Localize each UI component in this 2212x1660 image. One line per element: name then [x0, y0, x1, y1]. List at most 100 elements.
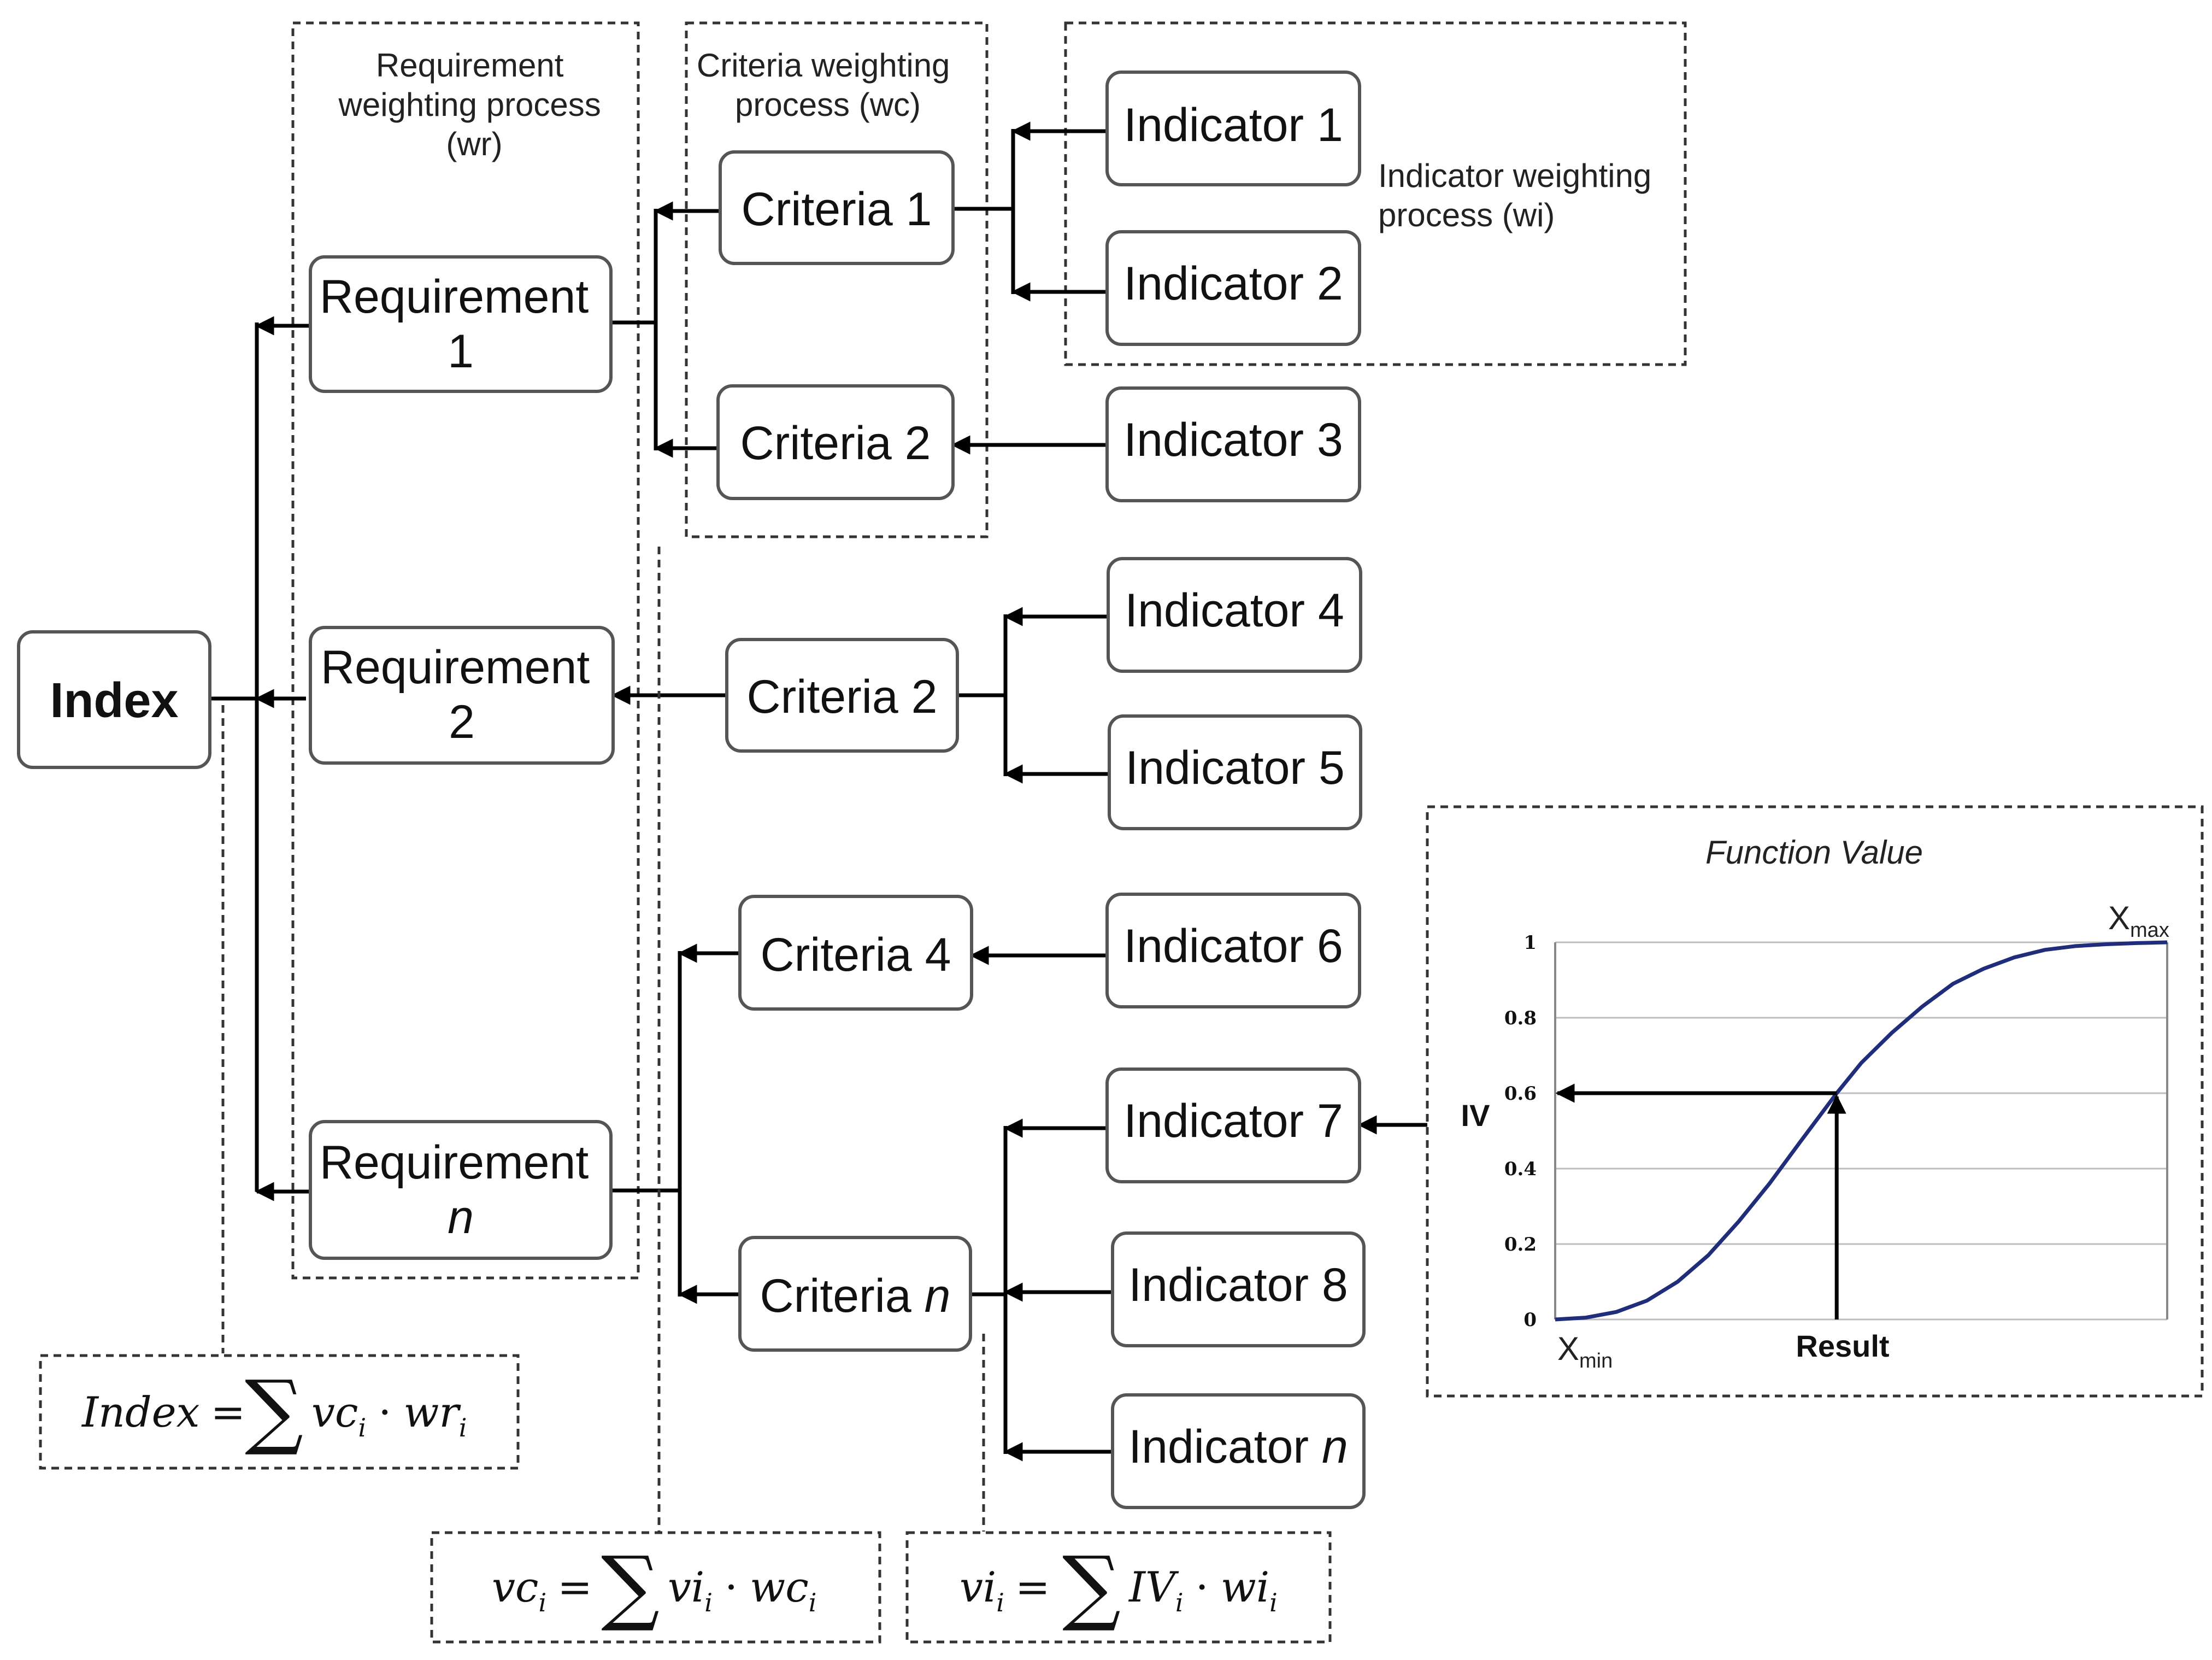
indicator-group-label: Indicator weighting process (wi)	[1378, 157, 1661, 233]
criteria-2-second-number: 2	[911, 671, 938, 723]
svg-text:Indicator 6: Indicator 6	[1123, 920, 1343, 972]
y-tick-label: 1	[1523, 932, 1537, 954]
criteria-1-node: Criteria 1	[719, 150, 955, 265]
svg-text:Indicator 7: Indicator 7	[1123, 1095, 1343, 1147]
index-formula-sigma: ∑	[245, 1363, 303, 1458]
requirement-n-node: Requirement n	[309, 1120, 613, 1260]
criteria-4-number: 4	[925, 929, 951, 981]
index-label: Index	[50, 673, 178, 728]
indicator-n-node: Indicator n	[1111, 1393, 1366, 1509]
svg-text:IVi·wii: IVi·wii	[1128, 1563, 1278, 1617]
vi-formula: vii=	[960, 1563, 1050, 1617]
indicator-1-number: 1	[1317, 99, 1343, 151]
indicator-4-label: Indicator	[1125, 584, 1318, 637]
svg-text:Indicator 8: Indicator 8	[1128, 1259, 1348, 1311]
index-formula: Index=	[81, 1388, 245, 1436]
function-chart-y-ticks: 0 0.2 0.4 0.6 0.8 1	[1504, 932, 1537, 1331]
requirement-group-label: Requirement weighting process (wr)	[338, 47, 610, 162]
vi-formula-sigma: ∑	[1062, 1539, 1121, 1634]
index-formula-box	[39, 1354, 520, 1470]
criteria-n-number: n	[925, 1270, 951, 1322]
y-tick-label: 0.8	[1504, 1007, 1537, 1029]
indicator-n-label: Indicator	[1128, 1421, 1322, 1473]
indicator-7-label: Indicator	[1123, 1095, 1317, 1147]
svg-text:Requirement 2: Requirement 2	[321, 641, 603, 748]
criteria-2-number: 2	[905, 417, 931, 470]
svg-text:Criteria n: Criteria n	[760, 1270, 951, 1322]
svg-text:Indicator 2: Indicator 2	[1123, 257, 1343, 310]
criteria-2-second-label: Criteria	[747, 671, 911, 723]
indicator-3-number: 3	[1317, 414, 1343, 466]
requirement-1-number: 1	[448, 325, 474, 378]
x-max-label: Xmax	[2108, 900, 2169, 942]
requirement-2-node: Requirement 2	[309, 626, 615, 765]
vi-formula-box	[905, 1531, 1332, 1644]
function-value-group	[1426, 805, 2204, 1398]
vc-formula-sigma: ∑	[601, 1539, 660, 1634]
svg-text:vii·wci: vii·wci	[668, 1563, 816, 1617]
criteria-group-label: Criteria weighting process (wc)	[697, 47, 959, 123]
criteria-4-node: Criteria 4	[738, 895, 973, 1011]
requirement-1-label: Requirement	[320, 271, 589, 323]
requirement-2-label: Requirement	[321, 641, 590, 694]
svg-text:Criteria 4: Criteria 4	[761, 929, 951, 981]
indicator-5-number: 5	[1319, 742, 1345, 794]
requirement-2-number: 2	[449, 696, 475, 748]
indicator-6-node: Indicator 6	[1105, 893, 1361, 1008]
criteria-weighting-group	[685, 21, 989, 538]
svg-text:Indicator 1: Indicator 1	[1123, 99, 1343, 151]
requirement-1-node: Requirement 1	[309, 255, 613, 393]
criteria-2-node: Criteria 2	[716, 384, 955, 500]
criteria-4-label: Criteria	[761, 929, 925, 981]
y-tick-label: 0.4	[1504, 1158, 1537, 1180]
vc-formula: vci=	[492, 1563, 592, 1617]
svg-text:Indicator 3: Indicator 3	[1123, 414, 1343, 466]
function-chart-grid	[1554, 941, 2168, 1321]
criteria-1-number: 1	[906, 183, 932, 236]
y-tick-label: 0.2	[1504, 1234, 1537, 1256]
requirement-n-label: Requirement	[320, 1136, 589, 1189]
svg-text:Requirement n: Requirement n	[320, 1136, 602, 1243]
y-tick-label: 0	[1523, 1309, 1537, 1331]
indicator-4-node: Indicator 4	[1107, 557, 1362, 673]
indicator-2-number: 2	[1317, 257, 1343, 310]
criteria-n-label: Criteria	[760, 1270, 925, 1322]
requirement-n-number: n	[448, 1191, 474, 1243]
indicator-1-node: Indicator 1	[1105, 71, 1361, 186]
indicator-n-number: n	[1322, 1421, 1348, 1473]
function-value-title: Function Value	[1705, 834, 1923, 871]
indicator-7-number: 7	[1317, 1095, 1343, 1147]
y-tick-label: 0.6	[1504, 1083, 1537, 1105]
criteria-1-label: Criteria	[742, 183, 906, 236]
indicator-8-number: 8	[1322, 1259, 1348, 1311]
svg-text:vci·wri: vci·wri	[311, 1388, 467, 1442]
result-label: Result	[1796, 1329, 1889, 1363]
svg-text:Criteria 2: Criteria 2	[740, 417, 931, 470]
iv-label: IV	[1461, 1098, 1490, 1133]
svg-text:Indicator 4: Indicator 4	[1125, 584, 1344, 637]
criteria-n-node: Criteria n	[738, 1236, 972, 1352]
indicator-7-node: Indicator 7	[1105, 1067, 1361, 1183]
indicator-2-label: Indicator	[1123, 257, 1317, 310]
svg-text:Criteria 1: Criteria 1	[742, 183, 932, 236]
indicator-8-node: Indicator 8	[1111, 1231, 1366, 1347]
svg-text:Indicator 5: Indicator 5	[1125, 742, 1345, 794]
indicator-2-node: Indicator 2	[1105, 230, 1361, 346]
indicator-3-label: Indicator	[1123, 414, 1317, 466]
svg-text:Requirement 1: Requirement 1	[320, 271, 602, 378]
x-min-label: Xmin	[1557, 1330, 1613, 1372]
requirement-weighting-group	[291, 21, 640, 1280]
indicator-5-node: Indicator 5	[1108, 714, 1362, 830]
indicator-5-label: Indicator	[1125, 742, 1319, 794]
index-node: Index	[17, 630, 211, 769]
indicator-3-node: Indicator 3	[1105, 386, 1361, 502]
vc-formula-box	[430, 1531, 881, 1644]
indicator-6-number: 6	[1317, 920, 1343, 972]
indicator-4-number: 4	[1318, 584, 1344, 637]
criteria-2-second-node: Criteria 2	[725, 638, 959, 753]
function-curve	[1555, 940, 2168, 1322]
criteria-2-label: Criteria	[740, 417, 905, 470]
svg-text:Indicator n: Indicator n	[1128, 1421, 1348, 1473]
